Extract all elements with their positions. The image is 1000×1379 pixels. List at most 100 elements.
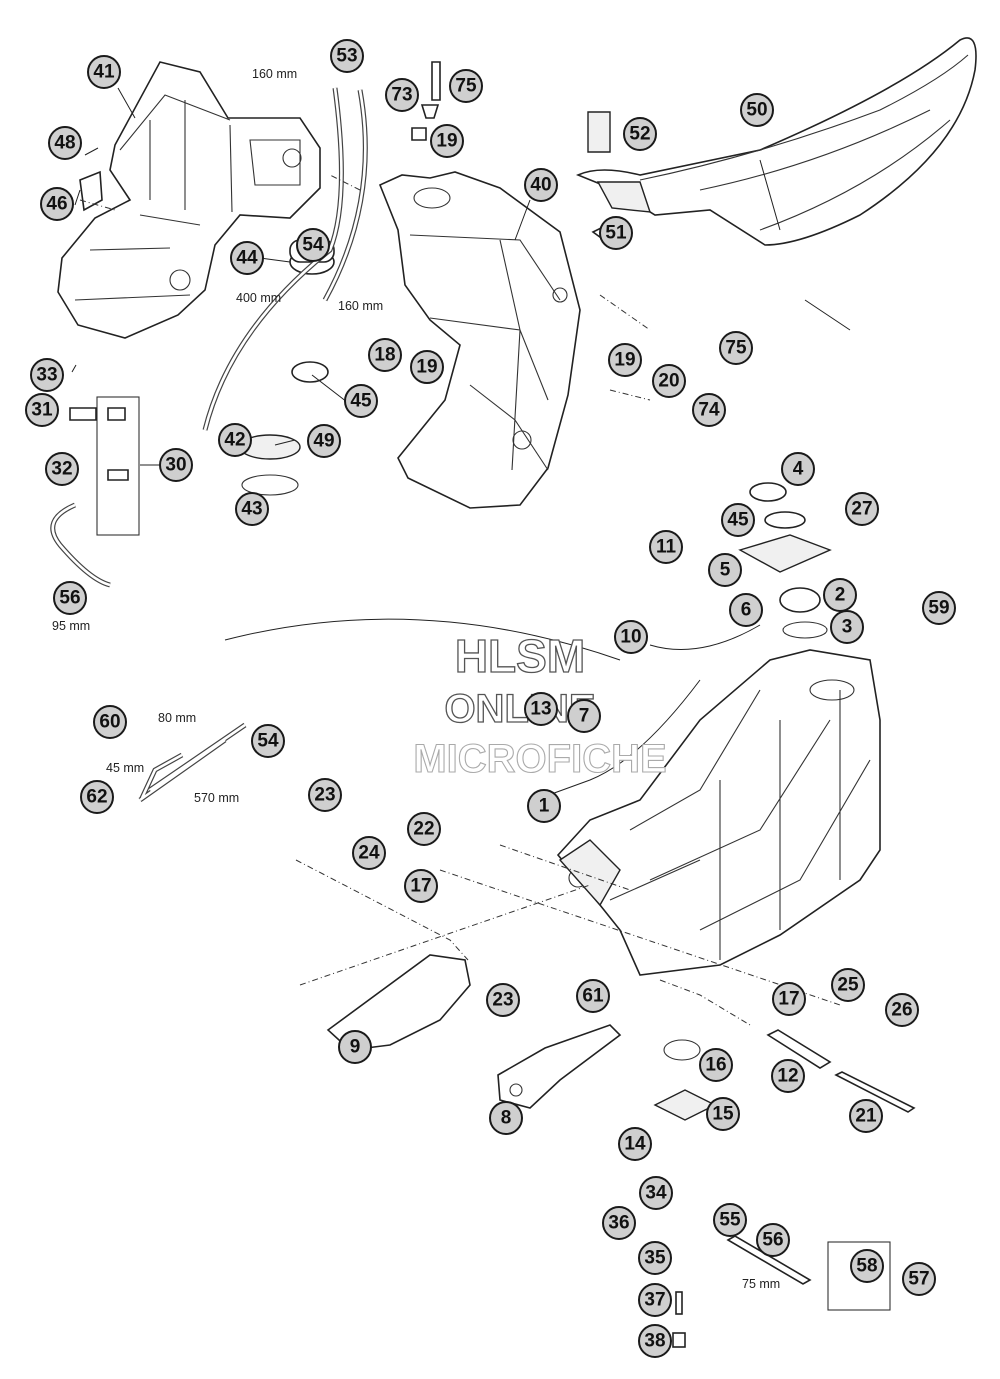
svg-text:33: 33 (36, 365, 57, 386)
callout-22: 22 (407, 812, 441, 846)
watermark: HLSM ONLINE MICROFICHE (413, 629, 667, 781)
svg-text:75: 75 (455, 76, 477, 97)
svg-text:61: 61 (582, 986, 604, 1007)
svg-text:23: 23 (492, 990, 513, 1011)
svg-text:21: 21 (855, 1106, 877, 1127)
callout-45b: 45 (721, 503, 755, 537)
svg-text:6: 6 (741, 600, 752, 621)
svg-text:50: 50 (746, 100, 767, 121)
svg-text:37: 37 (644, 1290, 665, 1311)
callout-12: 12 (771, 1059, 805, 1093)
callout-16: 16 (699, 1048, 733, 1082)
svg-text:75: 75 (725, 338, 747, 359)
dimension-label: 400 mm (236, 291, 281, 305)
svg-text:9: 9 (350, 1037, 361, 1058)
svg-text:43: 43 (241, 499, 262, 520)
svg-text:62: 62 (86, 787, 107, 808)
svg-text:13: 13 (530, 699, 551, 720)
callout-18: 18 (368, 338, 402, 372)
callout-75b: 75 (719, 331, 753, 365)
svg-text:4: 4 (793, 459, 804, 480)
callout-33: 33 (30, 358, 64, 392)
svg-text:20: 20 (658, 371, 679, 392)
callout-23: 23 (308, 778, 342, 812)
callout-11: 11 (649, 530, 683, 564)
callout-14: 14 (618, 1127, 652, 1161)
svg-text:36: 36 (608, 1213, 629, 1234)
svg-text:41: 41 (93, 62, 115, 83)
svg-text:19: 19 (436, 131, 457, 152)
svg-text:5: 5 (720, 560, 731, 581)
callout-24: 24 (352, 836, 386, 870)
svg-text:55: 55 (719, 1210, 741, 1231)
svg-text:48: 48 (54, 133, 75, 154)
callout-59: 59 (922, 591, 956, 625)
callout-51: 51 (599, 216, 633, 250)
svg-text:16: 16 (705, 1055, 726, 1076)
dimension-label: 80 mm (158, 711, 196, 725)
callout-54: 54 (296, 228, 330, 262)
callout-55: 55 (713, 1203, 747, 1237)
svg-text:60: 60 (99, 712, 120, 733)
callout-73: 73 (385, 78, 419, 112)
callout-27: 27 (845, 492, 879, 526)
leader-lines (71, 87, 851, 1026)
callout-31: 31 (25, 393, 59, 427)
callout-40: 40 (524, 168, 558, 202)
callout-46: 46 (40, 187, 74, 221)
svg-text:32: 32 (51, 459, 72, 480)
callout-37: 37 (638, 1283, 672, 1317)
svg-text:3: 3 (842, 617, 853, 638)
svg-text:46: 46 (46, 194, 67, 215)
callout-1: 1 (527, 789, 561, 823)
svg-text:44: 44 (236, 248, 258, 269)
svg-text:15: 15 (712, 1104, 734, 1125)
dimension-label: 45 mm (106, 761, 144, 775)
svg-text:56: 56 (59, 588, 80, 609)
svg-text:45: 45 (727, 510, 749, 531)
callout-20: 20 (652, 364, 686, 398)
svg-text:52: 52 (629, 124, 650, 145)
callout-49: 49 (307, 424, 341, 458)
callout-13: 13 (524, 692, 558, 726)
svg-text:17: 17 (778, 989, 799, 1010)
watermark-line-3: MICROFICHE (413, 737, 666, 781)
callout-30: 30 (159, 448, 193, 482)
svg-text:7: 7 (579, 706, 590, 727)
svg-text:45: 45 (350, 391, 372, 412)
dimension-label: 160 mm (252, 67, 297, 81)
callout-34: 34 (639, 1176, 673, 1210)
callout-61: 61 (576, 979, 610, 1013)
dimension-labels: 160 mm 400 mm 160 mm 95 mm 80 mm 45 mm 5… (52, 67, 780, 1291)
callout-4: 4 (781, 452, 815, 486)
svg-text:26: 26 (891, 1000, 912, 1021)
callout-8: 8 (489, 1101, 523, 1135)
svg-text:19: 19 (416, 357, 437, 378)
callout-43: 43 (235, 492, 269, 526)
svg-text:27: 27 (851, 499, 872, 520)
callout-54b: 54 (251, 724, 285, 758)
callout-36: 36 (602, 1206, 636, 1240)
callout-38: 38 (638, 1324, 672, 1358)
callout-60: 60 (93, 705, 127, 739)
svg-text:40: 40 (530, 175, 551, 196)
callout-42: 42 (218, 423, 252, 457)
callout-19c: 19 (608, 343, 642, 377)
svg-text:42: 42 (224, 430, 245, 451)
callout-56b: 56 (756, 1223, 790, 1257)
svg-text:8: 8 (501, 1108, 512, 1129)
callout-62: 62 (80, 780, 114, 814)
svg-text:74: 74 (698, 400, 720, 421)
svg-text:19: 19 (614, 350, 635, 371)
callout-44: 44 (230, 241, 264, 275)
svg-text:18: 18 (374, 345, 395, 366)
svg-text:34: 34 (645, 1183, 667, 1204)
callout-19b: 19 (410, 350, 444, 384)
svg-text:73: 73 (391, 85, 412, 106)
svg-text:31: 31 (31, 400, 53, 421)
svg-text:51: 51 (605, 223, 627, 244)
callout-3: 3 (830, 610, 864, 644)
callout-5: 5 (708, 553, 742, 587)
svg-text:56: 56 (762, 1230, 783, 1251)
